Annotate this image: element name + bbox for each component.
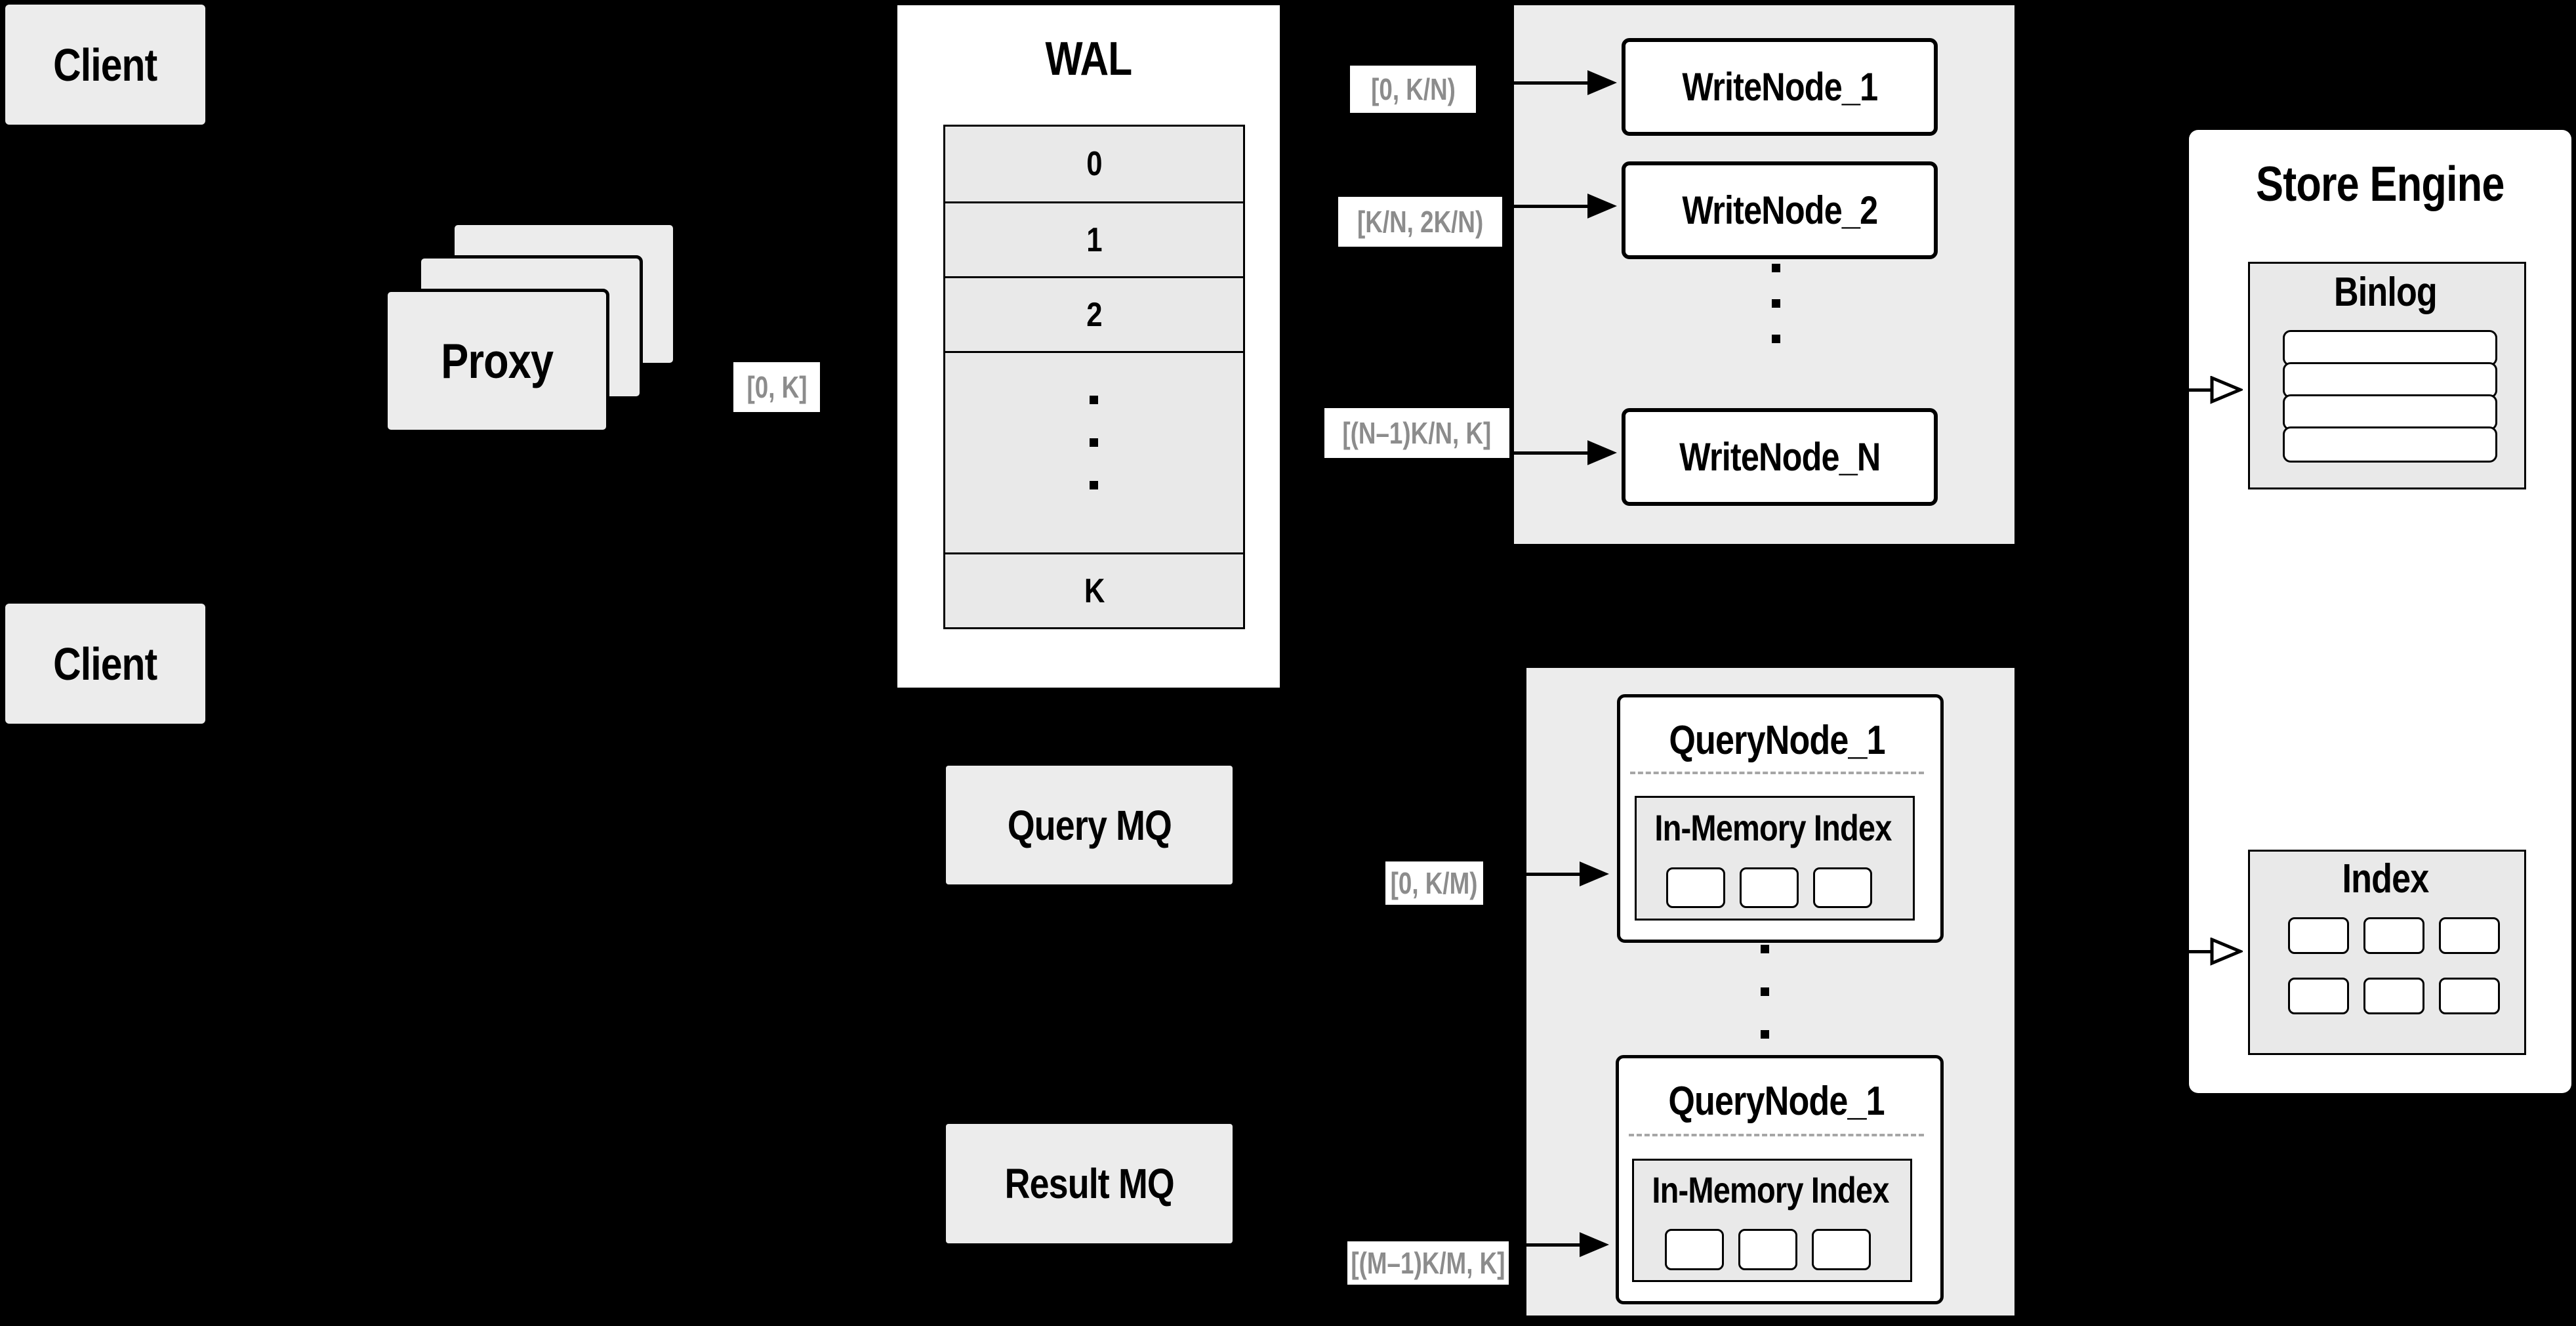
- wal-segment-row: 2: [945, 276, 1243, 351]
- wal-segment-row: 1: [945, 201, 1243, 276]
- client-bottom-label: Client: [53, 638, 157, 690]
- arrowhead-filled-icon: [1587, 70, 1617, 95]
- arrowhead-open-icon: [2210, 938, 2243, 966]
- ellipsis-dot-icon: [1761, 945, 1769, 953]
- in-memory-index-title: In-Memory Index: [1651, 1169, 1889, 1211]
- index-cell: [2363, 917, 2424, 954]
- arrowhead-open-icon: [2210, 376, 2243, 404]
- write-node-n: WriteNode_N: [1622, 408, 1938, 506]
- ellipsis-dot-icon: [1090, 481, 1098, 489]
- wal-title: WAL: [1045, 33, 1133, 85]
- arrowhead-filled-icon: [1587, 194, 1617, 218]
- write-node-1: WriteNode_1: [1622, 38, 1938, 136]
- segment-cell: [1812, 1229, 1871, 1270]
- store-engine-title: Store Engine: [2256, 156, 2504, 211]
- dashed-divider: [1630, 772, 1924, 774]
- proxy-label: Proxy: [441, 333, 554, 388]
- segment-cell: [1740, 867, 1799, 908]
- range-label-write-1: [0, K/N): [1350, 66, 1476, 113]
- segment-cell: [1738, 1229, 1797, 1270]
- query-mq-box: Query MQ: [946, 766, 1233, 884]
- segment-cell: [1666, 867, 1725, 908]
- arrow-line: [1514, 205, 1587, 208]
- index-cell: [2363, 978, 2424, 1014]
- range-label-write-2: [K/N, 2K/N): [1338, 197, 1502, 247]
- arrowhead-filled-icon: [1580, 861, 1609, 886]
- binlog-row: [2283, 426, 2497, 463]
- arrow-line: [2189, 950, 2214, 953]
- arrowhead-filled-icon: [1587, 440, 1617, 465]
- wal-segment-table: 0 1 2 K: [943, 125, 1245, 629]
- ellipsis-dot-icon: [1761, 987, 1769, 996]
- in-memory-index-title: In-Memory Index: [1654, 806, 1892, 848]
- ellipsis-dot-icon: [1761, 1030, 1769, 1039]
- ellipsis-dot-icon: [1772, 299, 1780, 308]
- query-node-1-title: QueryNode_1: [1669, 717, 1885, 763]
- binlog-row: [2283, 330, 2497, 366]
- wal-ellipsis-row: [945, 351, 1243, 552]
- arrow-line: [1526, 873, 1580, 876]
- dashed-divider: [1629, 1134, 1924, 1136]
- ellipsis-dot-icon: [1090, 396, 1098, 404]
- client-top-box: Client: [5, 5, 205, 125]
- proxy-box: Proxy: [384, 289, 609, 433]
- index-title: Index: [2342, 856, 2429, 901]
- wal-segment-row-last: K: [945, 552, 1243, 627]
- range-label-query-1: [0, K/M): [1385, 861, 1483, 905]
- index-cell: [2288, 917, 2349, 954]
- index-cell: [2288, 978, 2349, 1014]
- arrow-line: [2189, 388, 2214, 392]
- arrow-line: [1514, 81, 1587, 85]
- wal-panel: WAL 0 1 2 K: [897, 5, 1280, 688]
- segment-cell: [1665, 1229, 1724, 1270]
- result-mq-box: Result MQ: [946, 1124, 1233, 1243]
- ellipsis-dot-icon: [1772, 264, 1780, 272]
- client-top-label: Client: [53, 39, 157, 91]
- arrow-line: [1526, 1243, 1580, 1247]
- binlog-row: [2283, 362, 2497, 398]
- arrowhead-filled-icon: [1580, 1232, 1609, 1257]
- range-label-query-m: [(M–1)K/M, K]: [1347, 1241, 1509, 1285]
- index-cell: [2439, 978, 2500, 1014]
- write-node-2: WriteNode_2: [1622, 161, 1938, 259]
- range-label-write-n: [(N–1)K/N, K]: [1324, 408, 1509, 458]
- wal-segment-row: 0: [1086, 145, 1102, 183]
- ellipsis-dot-icon: [1090, 438, 1098, 447]
- query-node-m-title: QueryNode_1: [1668, 1078, 1885, 1124]
- arrow-line: [1514, 451, 1587, 455]
- binlog-row: [2283, 394, 2497, 430]
- segment-cell: [1813, 867, 1872, 908]
- ellipsis-dot-icon: [1772, 335, 1780, 343]
- range-label-proxy-out: [0, K]: [733, 362, 820, 412]
- binlog-title: Binlog: [2333, 269, 2438, 315]
- client-bottom-box: Client: [5, 604, 205, 724]
- index-cell: [2439, 917, 2500, 954]
